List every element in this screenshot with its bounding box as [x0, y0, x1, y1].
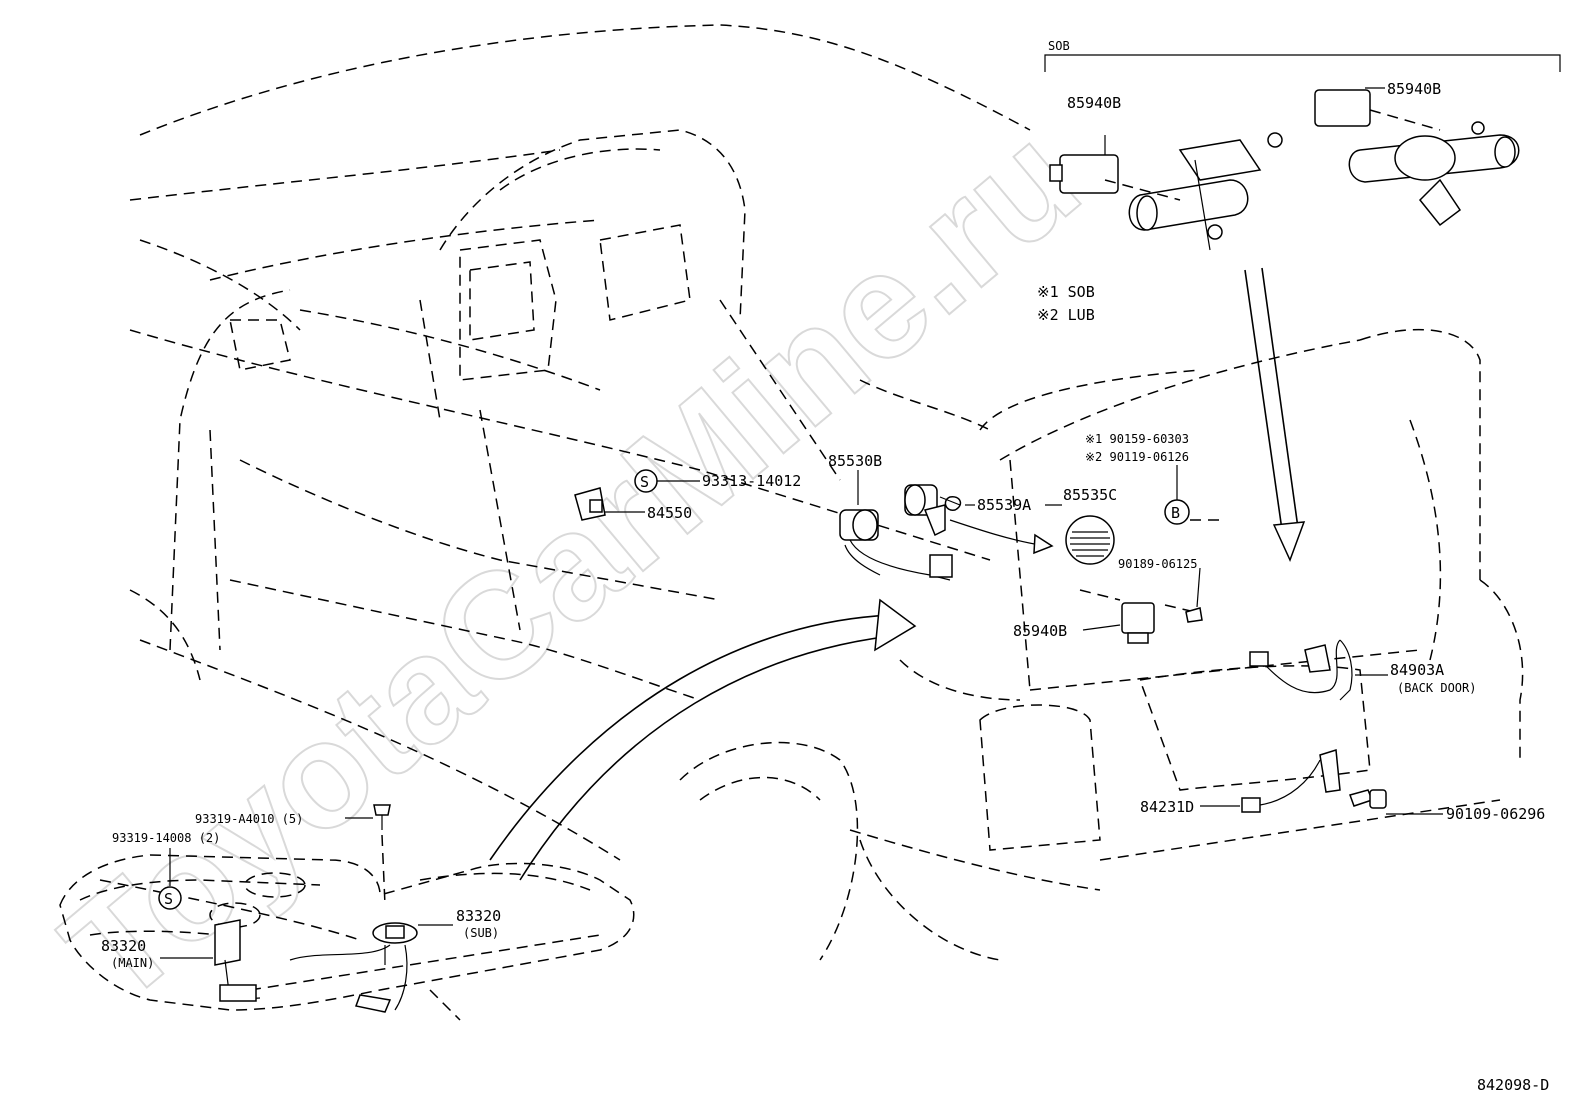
svg-text:B: B	[1171, 504, 1180, 522]
sob-motor-right	[1314, 87, 1520, 227]
callout-93319-14008: 93319-14008 (2)	[112, 831, 220, 845]
callout-85539a: 85539A	[977, 496, 1031, 514]
callout-83320-main-note: (MAIN)	[111, 956, 154, 970]
callout-84231d: 84231D	[1140, 798, 1194, 816]
callout-84903a-note: (BACK DOOR)	[1397, 681, 1476, 695]
svg-text:S: S	[164, 890, 173, 908]
callout-83320-main: 83320	[101, 937, 146, 955]
wire-84231d	[1200, 749, 1341, 813]
callout-90109-06296: 90109-06296	[1446, 805, 1545, 823]
callout-93319-a4010: 93319-A4010 (5)	[195, 812, 303, 826]
relay-85940b	[1079, 567, 1203, 644]
callout-bolt-note-1: ※1 90159-60303	[1085, 432, 1189, 446]
callout-sob-relay-left: 85940B	[1067, 94, 1121, 112]
drawing-number: 842098-D	[1477, 1076, 1549, 1094]
callout-83320-sub-note: (SUB)	[463, 926, 499, 940]
sob-bracket-label: SOB	[1048, 39, 1070, 53]
rear-body-outline	[679, 328, 1524, 961]
warning-label-plate	[1065, 515, 1115, 565]
callout-85530b: 85530B	[828, 452, 882, 470]
callout-sob-relay-right: 85940B	[1387, 80, 1441, 98]
switch-85530b	[839, 470, 953, 581]
marker-s-upper: S	[634, 469, 700, 493]
callout-bolt-note-2: ※2 90119-06126	[1085, 450, 1189, 464]
fuel-tank	[59, 854, 635, 1021]
sob-bracket: SOB	[1044, 39, 1561, 72]
callout-90189-06125: 90189-06125	[1118, 557, 1197, 571]
switch-85535c	[904, 484, 1062, 555]
callout-85535c: 85535C	[1063, 486, 1117, 504]
switch-84550	[574, 487, 645, 521]
bolt-90109	[1349, 789, 1443, 815]
marker-s-lower: S	[158, 848, 182, 910]
vehicle-body-outline	[99, 24, 1031, 941]
wire-84903a	[1249, 639, 1388, 701]
marker-b: B	[1164, 465, 1220, 525]
legend-note-2: ※2 LUB	[1037, 306, 1095, 324]
sob-motor-left	[1049, 132, 1283, 251]
fuel-gauge-main	[160, 919, 261, 1002]
callout-85940b: 85940B	[1013, 622, 1067, 640]
fuel-gauge-sub	[289, 922, 453, 1013]
callout-83320-sub: 83320	[456, 907, 501, 925]
straight-arrow-sob	[1244, 267, 1306, 562]
callout-93313-14012: 93313-14012	[702, 472, 801, 490]
callout-84550: 84550	[647, 504, 692, 522]
svg-text:S: S	[640, 473, 649, 491]
legend-note-1: ※1 SOB	[1037, 283, 1095, 301]
curved-arrow-to-rear	[489, 598, 917, 881]
callout-84903a: 84903A	[1390, 661, 1444, 679]
screw-93319-a	[345, 804, 391, 906]
